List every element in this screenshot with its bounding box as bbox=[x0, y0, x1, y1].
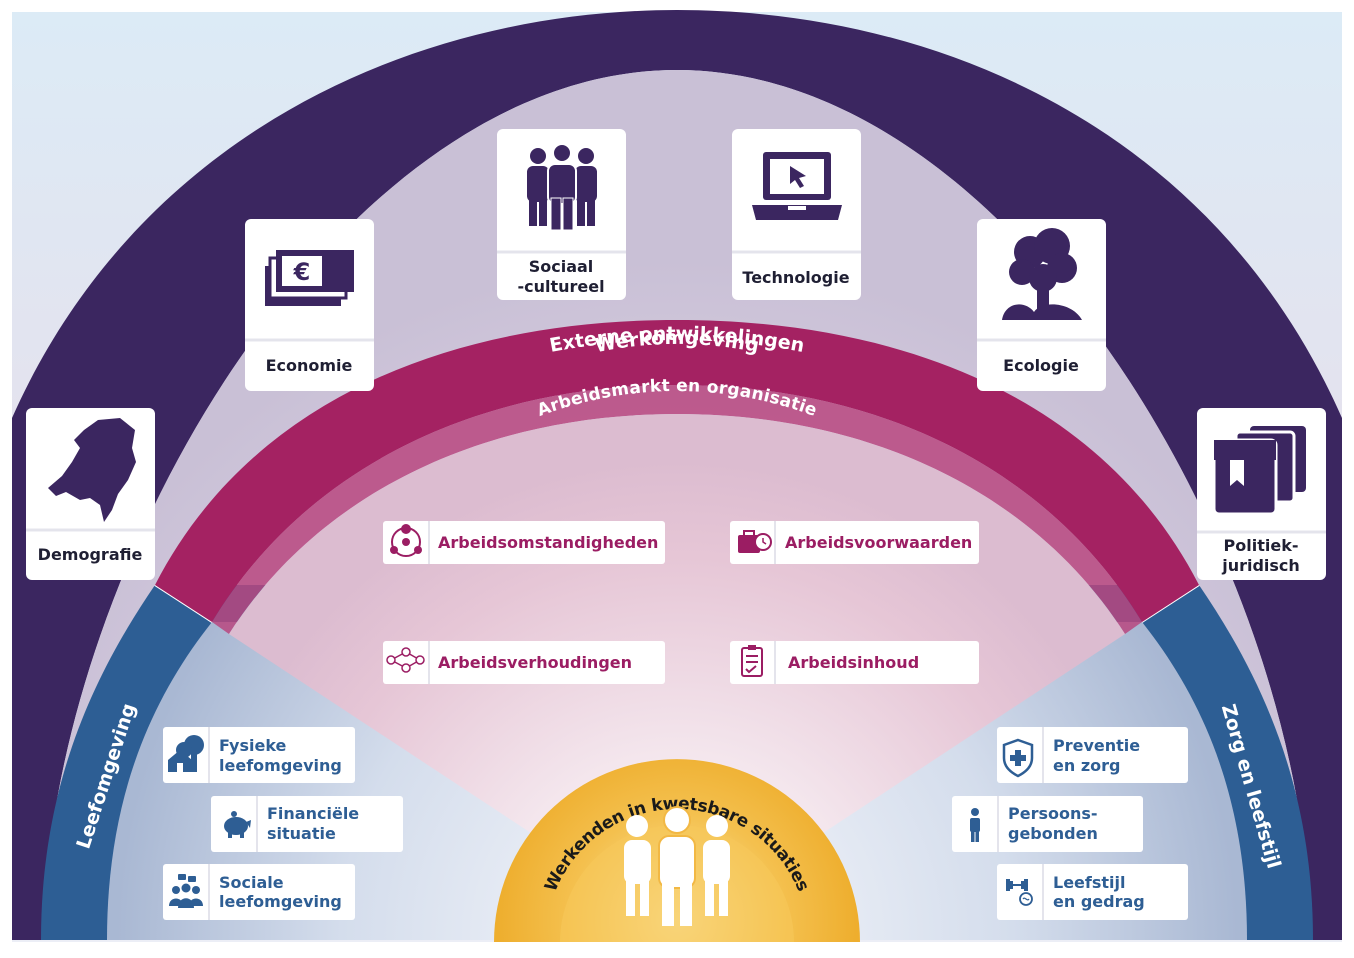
work-conditions-icon bbox=[390, 524, 422, 557]
social-group-icon bbox=[169, 874, 203, 908]
tree-icon bbox=[1002, 228, 1082, 320]
living-factor-label-2: leefomgeving bbox=[219, 756, 342, 775]
living-factor-label-1: Fysieke bbox=[219, 736, 287, 755]
care-factor-persoonsgebonden[interactable]: Persoons- gebonden bbox=[952, 796, 1143, 852]
card-sociaal-cultureel[interactable]: Sociaal -cultureel bbox=[497, 129, 626, 300]
card-politiek-label-2: juridisch bbox=[1221, 556, 1300, 575]
living-factor-financieel[interactable]: Financiële situatie bbox=[211, 796, 403, 852]
work-factor-label: Arbeidsvoorwaarden bbox=[785, 533, 972, 552]
card-technologie-label: Technologie bbox=[742, 268, 849, 287]
care-factor-label-2: gebonden bbox=[1008, 824, 1098, 843]
work-factor-arbeidsverhoudingen[interactable]: Arbeidsverhoudingen bbox=[383, 641, 665, 684]
living-factor-label-2: situatie bbox=[267, 824, 336, 843]
shield-cross-icon bbox=[1002, 738, 1034, 778]
person-icon bbox=[970, 808, 980, 842]
care-factor-label-1: Persoons- bbox=[1008, 804, 1098, 823]
care-factor-label-2: en zorg bbox=[1053, 756, 1120, 775]
care-factor-label-1: Leefstijl bbox=[1053, 873, 1125, 892]
card-demografie[interactable]: Demografie bbox=[26, 408, 155, 580]
people-center-icon bbox=[624, 806, 730, 926]
work-factor-arbeidsvoorwaarden[interactable]: Arbeidsvoorwaarden bbox=[730, 521, 979, 564]
care-factor-label-1: Preventie bbox=[1053, 736, 1140, 755]
work-factor-label: Arbeidsinhoud bbox=[788, 653, 919, 672]
care-factor-leefstijl[interactable]: Leefstijl en gedrag bbox=[997, 864, 1188, 920]
work-factor-label: Arbeidsomstandigheden bbox=[438, 533, 658, 552]
card-sociaal-label-1: Sociaal bbox=[529, 257, 594, 276]
work-factor-arbeidsomstandigheden[interactable]: Arbeidsomstandigheden bbox=[383, 521, 665, 564]
card-sociaal-label-2: -cultureel bbox=[517, 277, 604, 296]
piggy-bank-icon bbox=[224, 811, 251, 838]
living-factor-label-1: Sociale bbox=[219, 873, 284, 892]
living-factor-label-2: leefomgeving bbox=[219, 892, 342, 911]
living-factor-sociaal[interactable]: Sociale leefomgeving bbox=[163, 864, 355, 920]
card-technologie[interactable]: Technologie bbox=[732, 129, 861, 300]
card-demografie-label: Demografie bbox=[38, 545, 143, 564]
card-ecologie[interactable]: Ecologie bbox=[977, 219, 1106, 391]
laptop-icon bbox=[752, 152, 842, 220]
money-icon: € bbox=[265, 250, 354, 306]
netherlands-map-icon bbox=[48, 418, 136, 522]
card-politiek-label-1: Politiek- bbox=[1224, 536, 1299, 555]
house-tree-icon bbox=[168, 735, 204, 772]
briefcase-clock-icon bbox=[738, 530, 772, 553]
card-economie-label: Economie bbox=[266, 356, 353, 375]
dumbbell-brain-icon bbox=[1006, 879, 1033, 906]
living-factor-label-1: Financiële bbox=[267, 804, 359, 823]
care-factor-label-2: en gedrag bbox=[1053, 892, 1145, 911]
card-economie[interactable]: € Economie bbox=[245, 219, 374, 391]
people-group-icon bbox=[527, 143, 597, 231]
middle-inner-band bbox=[212, 385, 1142, 634]
work-factor-arbeidsinhoud[interactable]: Arbeidsinhoud bbox=[730, 641, 979, 684]
work-cone bbox=[229, 414, 1125, 835]
svg-text:€: € bbox=[293, 258, 311, 286]
network-icon bbox=[386, 647, 425, 673]
card-ecologie-label: Ecologie bbox=[1003, 356, 1079, 375]
books-icon bbox=[1212, 426, 1306, 516]
work-factor-label: Arbeidsverhoudingen bbox=[438, 653, 632, 672]
care-factor-preventie[interactable]: Preventie en zorg bbox=[997, 727, 1188, 783]
middle-ring bbox=[155, 320, 1199, 622]
living-factor-fysieke[interactable]: Fysieke leefomgeving bbox=[163, 727, 355, 783]
card-politiek-juridisch[interactable]: Politiek- juridisch bbox=[1197, 408, 1326, 580]
clipboard-icon bbox=[741, 645, 763, 677]
